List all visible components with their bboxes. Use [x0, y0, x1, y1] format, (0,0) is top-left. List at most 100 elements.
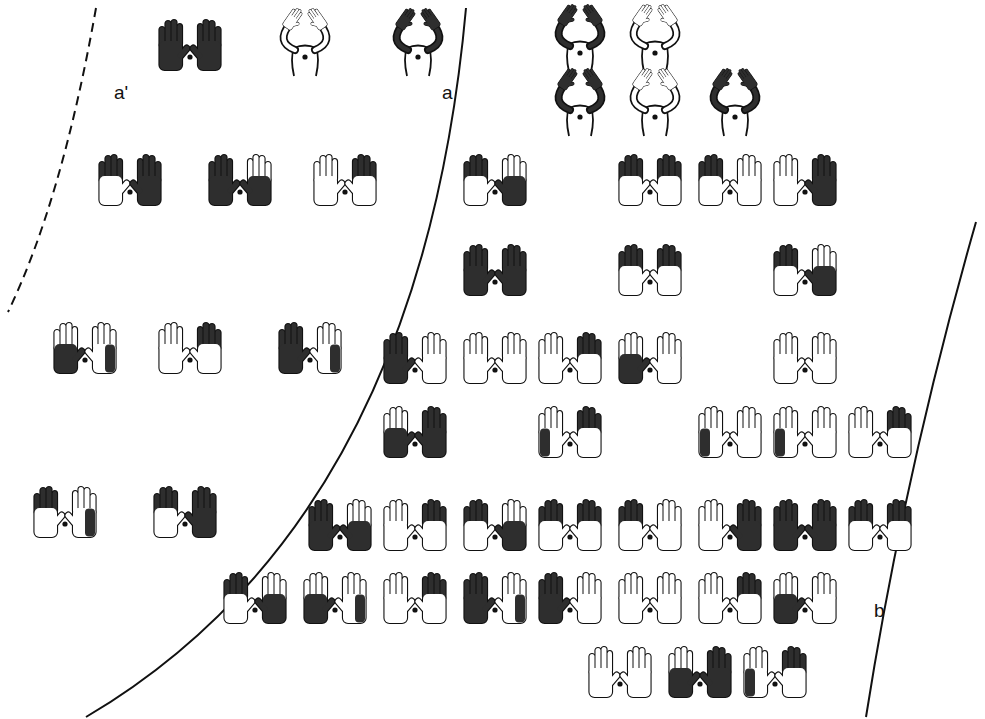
hand-fill	[84, 323, 115, 373]
hand-stencil	[670, 647, 701, 697]
hand-part	[311, 22, 318, 26]
hand-outline	[620, 155, 651, 205]
hand-pair	[465, 573, 526, 623]
hand-pair	[700, 155, 761, 205]
hand-pair	[385, 407, 446, 457]
hand-pair	[465, 500, 526, 550]
hand-fill	[632, 66, 656, 92]
hand-stencil	[465, 573, 496, 623]
hand-stencil	[712, 66, 736, 92]
hand-stencil	[494, 155, 525, 205]
hand-part	[712, 74, 728, 90]
hand-stencil	[733, 66, 757, 92]
hand-stencil	[804, 573, 835, 623]
hand-outline	[465, 155, 496, 205]
hand-stencil	[414, 407, 445, 457]
hand-stencil	[303, 6, 327, 32]
hand-stencil	[775, 407, 806, 457]
hand-fill	[557, 2, 581, 28]
hand-stencil	[850, 407, 881, 457]
hand-stencil	[282, 6, 306, 32]
hand-fill	[334, 573, 365, 623]
hand-fill	[775, 245, 806, 295]
hand-outline	[155, 487, 186, 537]
hand-stencil	[590, 647, 621, 697]
hand-outline	[700, 573, 731, 623]
hand-stencil	[804, 333, 835, 383]
hand-part	[700, 429, 710, 457]
hand-fill	[64, 487, 95, 537]
hand-outline	[569, 500, 600, 550]
hand-fill	[649, 573, 680, 623]
hand-outline	[712, 66, 736, 92]
hand-pair	[775, 155, 836, 205]
hand-stencil	[653, 2, 677, 28]
hand-fill	[619, 647, 650, 697]
hand-outline	[416, 6, 440, 32]
hand-outline	[653, 66, 677, 92]
hand-fill	[282, 6, 306, 32]
hand-stencil	[729, 155, 760, 205]
hand-stencil	[385, 407, 416, 457]
hand-outline	[632, 66, 656, 92]
hand-part	[662, 74, 678, 90]
hand-stencil	[129, 155, 160, 205]
hand-outline	[494, 333, 525, 383]
hand-outline	[578, 2, 602, 28]
center-dot	[492, 279, 497, 284]
hand-stencil	[494, 333, 525, 383]
hand-outline	[620, 573, 651, 623]
hand-pair	[775, 245, 836, 295]
hand-stencil	[385, 573, 416, 623]
hand-stencil	[620, 573, 651, 623]
hand-pair	[160, 20, 221, 70]
hand-outline	[189, 20, 220, 70]
hand-outline	[225, 573, 256, 623]
hand-pair	[620, 573, 681, 623]
hand-stencil	[184, 487, 215, 537]
hand-fill	[850, 407, 881, 457]
center-dot	[332, 607, 337, 612]
hand-outline	[315, 155, 346, 205]
hand-part	[540, 429, 550, 457]
hand-pair	[155, 487, 216, 537]
hand-stencil	[540, 573, 571, 623]
hand-part	[741, 82, 748, 86]
hand-pair	[775, 407, 836, 457]
hand-pair	[700, 407, 761, 457]
arms-raised-figure	[632, 2, 678, 72]
hand-pair	[465, 333, 526, 383]
hand-stencil	[310, 500, 341, 550]
center-dot	[617, 681, 622, 686]
hand-stencil	[774, 647, 805, 697]
hand-part	[662, 10, 678, 26]
hand-outline	[775, 155, 806, 205]
hand-stencil	[804, 407, 835, 457]
hand-outline	[804, 155, 835, 205]
hand-outline	[494, 155, 525, 205]
hand-stencil	[414, 573, 445, 623]
hand-fill	[700, 573, 731, 623]
hand-outline	[160, 323, 191, 373]
hand-stencil	[620, 245, 651, 295]
hand-outline	[414, 407, 445, 457]
hand-part	[661, 82, 668, 86]
hand-part	[632, 10, 648, 26]
hand-outline	[494, 500, 525, 550]
center-dot	[302, 54, 307, 59]
hand-pair	[700, 500, 761, 550]
stencil-group	[35, 2, 911, 697]
hand-outline	[774, 647, 805, 697]
hand-outline	[699, 647, 730, 697]
hand-stencil	[700, 573, 731, 623]
center-dot	[342, 189, 347, 194]
hand-outline	[414, 500, 445, 550]
hand-pair	[465, 155, 526, 205]
hand-outline	[729, 573, 760, 623]
hand-fill	[620, 500, 651, 550]
hand-fill	[729, 573, 760, 623]
hand-part	[515, 595, 525, 623]
hand-part	[642, 82, 649, 86]
hand-outline	[395, 6, 419, 32]
hand-pair	[100, 155, 161, 205]
